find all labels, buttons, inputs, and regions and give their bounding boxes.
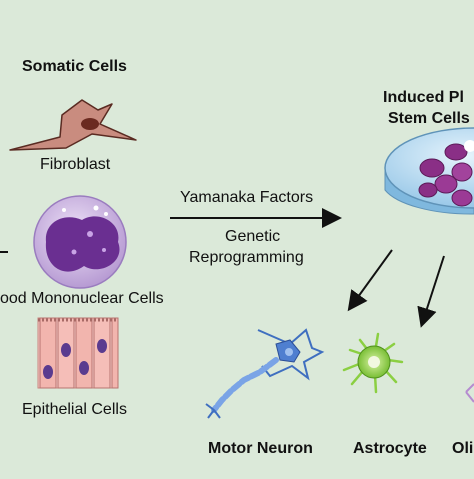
ipsc-heading-line1: Induced Pl — [383, 89, 464, 106]
epithelial-cells-label: Epithelial Cells — [22, 401, 127, 418]
to-astrocyte-arrow — [347, 249, 393, 312]
petri-dish-icon — [384, 127, 474, 215]
motor-neuron-icon — [205, 328, 325, 419]
fibroblast-icon — [9, 99, 137, 151]
genetic-label: Genetic — [225, 228, 281, 245]
epithelial-cells-icon — [37, 317, 119, 389]
oligodendrocyte-icon — [465, 383, 474, 403]
ipsc-heading-line2: Stem Cells — [388, 110, 470, 127]
to-oligo-arrow — [417, 255, 445, 328]
oligodendrocyte-label: Oli — [452, 440, 474, 457]
astrocyte-label: Astrocyte — [353, 440, 427, 457]
yamanaka-factors-label: Yamanaka Factors — [180, 189, 314, 206]
motor-neuron-label: Motor Neuron — [208, 440, 313, 457]
astrocyte-icon — [342, 332, 404, 394]
somatic-cells-heading: Somatic Cells — [22, 58, 127, 75]
blood-cell-icon — [33, 195, 127, 289]
reprogramming-label: Reprogramming — [189, 249, 304, 266]
blood-cells-label: ood Mononuclear Cells — [0, 290, 164, 307]
fibroblast-label: Fibroblast — [40, 156, 111, 173]
